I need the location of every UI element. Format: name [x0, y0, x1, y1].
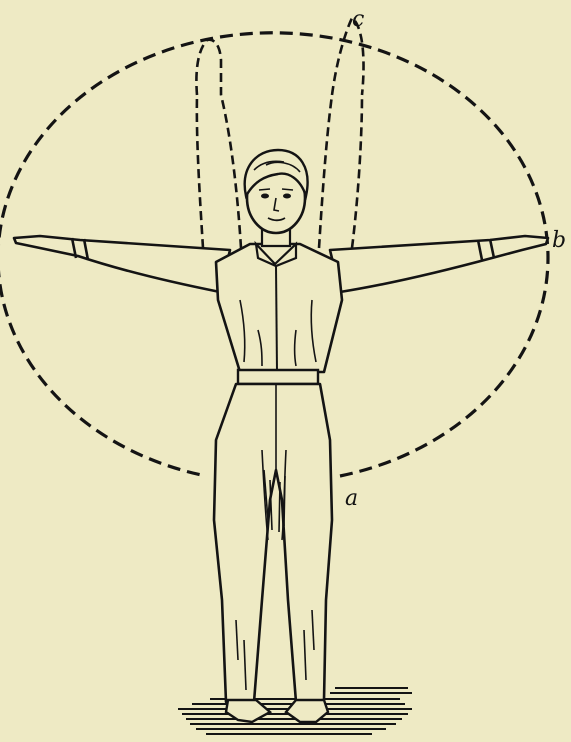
label-b: b — [552, 228, 566, 253]
belt — [238, 370, 318, 384]
shirt-placket — [276, 266, 277, 372]
head — [245, 150, 308, 233]
label-c: c — [352, 7, 364, 32]
label-a: a — [345, 486, 358, 511]
